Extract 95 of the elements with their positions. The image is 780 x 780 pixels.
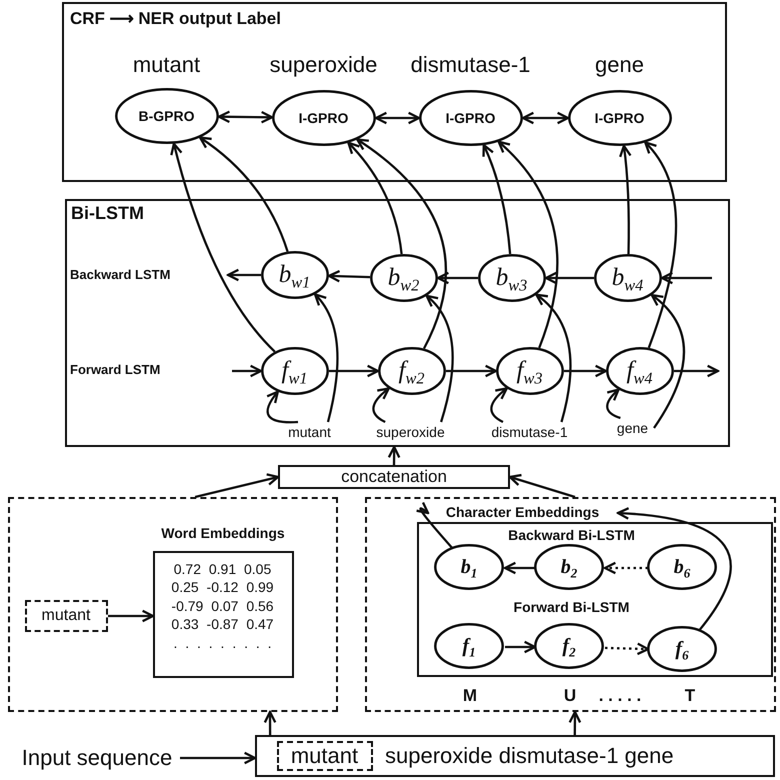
panel-heading: Bi-LSTM (71, 203, 145, 224)
panel-heading: superoxide dismutase-1 gene (385, 743, 675, 769)
letter-label: U (562, 686, 578, 706)
lstm-cell: f$_{w2}$ (378, 346, 446, 394)
letter-label: M (462, 686, 478, 706)
word-label: Input sequence (14, 744, 180, 772)
matrix-row-text: . . . . . . . . . (172, 634, 273, 650)
arrow (194, 473, 280, 498)
arrow (674, 364, 720, 378)
word-label: gene (612, 418, 654, 438)
panel (62, 2, 727, 182)
lstm-cell: b$_{w1}$ (260, 250, 328, 298)
arrow (374, 112, 420, 124)
arrow (356, 138, 447, 349)
arrow (314, 293, 339, 422)
matrix-row-text: 0.33 -0.87 0.47 (170, 616, 275, 632)
arrow (436, 272, 478, 284)
lstm-cell: f$_{w3}$ (496, 346, 564, 394)
dashed-panel (365, 497, 776, 712)
matrix-heading: Word Embeddings (160, 524, 286, 540)
row-label: Backward LSTM (70, 267, 172, 282)
word-caption: superoxide (268, 52, 378, 78)
arrow (170, 142, 276, 352)
arrow (504, 562, 535, 574)
arrow (482, 144, 512, 254)
arrow (535, 294, 572, 422)
tag-ellipse: B-GPRO (114, 88, 218, 144)
token-box: mutant (276, 740, 372, 770)
panel (255, 735, 775, 777)
lstm-cell: b$_{6}$ (647, 544, 717, 590)
arrow (522, 112, 570, 124)
lstm-cell: b$_{2}$ (534, 544, 604, 590)
lstm-cell: f$_{2}$ (534, 623, 604, 669)
arrow (604, 562, 648, 574)
arrow (226, 268, 261, 282)
arrow (426, 294, 454, 422)
lstm-cell: f$_{w1}$ (260, 346, 328, 394)
lstm-cell: f$_{6}$ (647, 626, 717, 672)
matrix-row-text: 0.25 -0.12 0.99 (170, 579, 275, 595)
lstm-cell: b$_{1}$ (434, 544, 504, 590)
word-label: mutant (280, 422, 340, 442)
arrow (618, 144, 632, 254)
matrix-row-text: -0.79 0.07 0.56 (170, 598, 275, 614)
row-label: Forward LSTM (70, 362, 162, 377)
ellipsis-label: . . . . . (598, 686, 642, 706)
arrow (388, 446, 400, 466)
matrix-row-text: 0.72 0.91 0.05 (172, 560, 272, 576)
arrow (372, 387, 390, 424)
arrow (198, 136, 289, 252)
arrow (329, 364, 380, 378)
arrow (347, 142, 403, 254)
panel-heading: Backward Bi-LSTM (507, 526, 636, 542)
arrow (508, 474, 576, 498)
arrow (660, 272, 712, 284)
letter-label: T (684, 686, 696, 706)
arrow (544, 272, 594, 284)
arrow (264, 710, 276, 735)
word-caption: dismutase-1 (410, 52, 532, 78)
process-box: concatenation (278, 465, 510, 489)
arrow (650, 294, 686, 429)
panel-heading: CRF ⟶ NER output Label (70, 8, 282, 29)
arrow (232, 364, 262, 378)
word-caption: mutant (132, 52, 202, 78)
arrow (415, 501, 454, 549)
panel-heading: Forward Bi-LSTM (512, 598, 630, 614)
tag-ellipse: I-GPRO (568, 90, 672, 146)
arrow (180, 752, 256, 764)
token-box: mutant (24, 600, 108, 632)
arrow (568, 710, 582, 736)
arrow (604, 642, 650, 656)
arrow (616, 507, 732, 630)
lstm-cell: b$_{w4}$ (594, 254, 662, 302)
word-caption: gene (594, 52, 645, 78)
arrow (505, 640, 536, 654)
arrow (266, 390, 298, 424)
arrow (644, 141, 678, 348)
tag-ellipse: I-GPRO (272, 90, 376, 146)
lstm-cell: f$_{1}$ (434, 623, 504, 669)
lstm-cell: f$_{w4}$ (606, 346, 674, 394)
arrow (446, 364, 498, 378)
arrow (564, 364, 608, 378)
word-label: superoxide (368, 422, 454, 442)
arrow (498, 140, 558, 348)
panel (416, 522, 772, 676)
panel (65, 199, 730, 447)
word-label: dismutase-1 (484, 422, 574, 442)
section-heading: Character Embeddings (428, 502, 618, 522)
lstm-cell: b$_{w3}$ (478, 254, 546, 302)
arrow (218, 110, 274, 124)
arrow (490, 387, 508, 423)
arrow (108, 610, 154, 622)
tag-ellipse: I-GPRO (418, 90, 522, 146)
lstm-cell: b$_{w2}$ (370, 254, 438, 302)
dashed-panel (8, 497, 338, 712)
arrow (328, 270, 370, 283)
